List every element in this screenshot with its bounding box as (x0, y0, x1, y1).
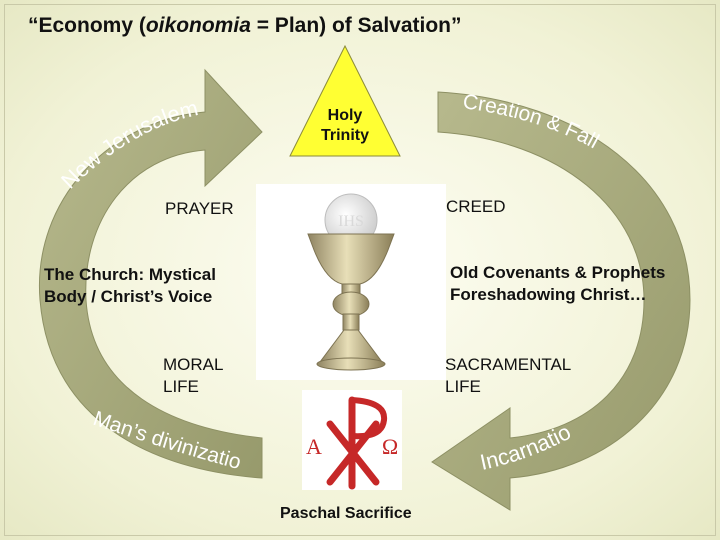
label-church: The Church: Mystical Body / Christ’s Voi… (44, 265, 216, 306)
label-covenants: Old Covenants & Prophets Foreshadowing C… (450, 263, 666, 304)
host-inscription: IHS (338, 213, 364, 230)
trinity-label: Holy Trinity (320, 107, 369, 144)
alpha-letter: Α (306, 434, 322, 459)
slide-title: “Economy (oikonomia = Plan) of Salvation… (28, 14, 462, 37)
trinity-triangle (289, 44, 401, 157)
slide-frame (4, 4, 716, 536)
arrow-left-arc (38, 68, 263, 479)
chalice-image: IHS (256, 184, 446, 380)
arrow-right-arc (431, 91, 691, 511)
label-moral-life: MORAL LIFE (163, 355, 224, 396)
omega-letter: Ω (382, 434, 398, 459)
label-sacramental-life: SACRAMENTAL LIFE (445, 355, 572, 396)
label-creed: CREED (446, 197, 506, 216)
chi-rho-image: Α Ω (302, 390, 402, 490)
label-paschal-sacrifice: Paschal Sacrifice (280, 505, 412, 522)
label-prayer: PRAYER (165, 199, 234, 218)
